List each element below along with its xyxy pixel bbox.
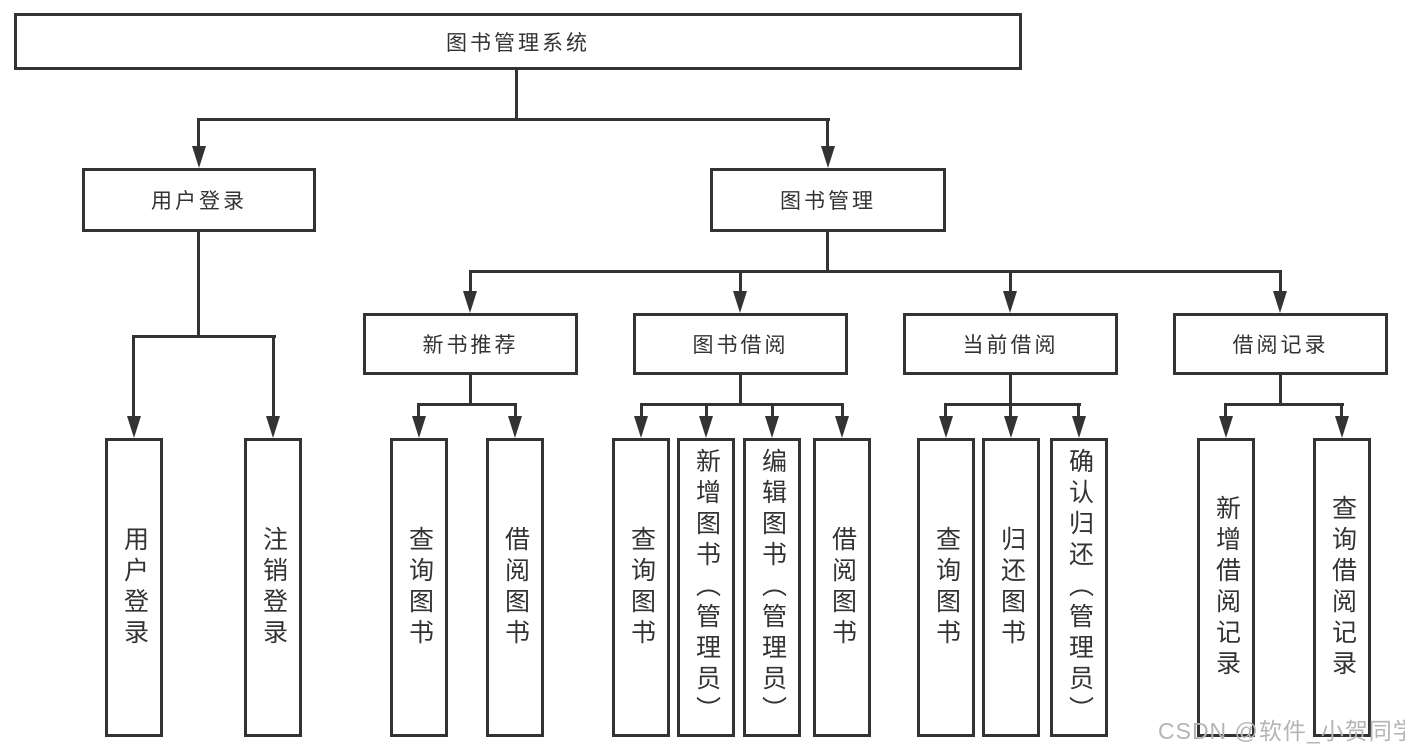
leaf-label: 注销登录 bbox=[259, 525, 288, 650]
arrowhead-down-icon bbox=[508, 416, 522, 438]
connector-drop-leaf bbox=[1009, 403, 1012, 419]
leaf-label: 用户登录 bbox=[120, 525, 149, 650]
connector-drop-leaf bbox=[1224, 403, 1227, 419]
node-new-book-recommend: 新书推荐 bbox=[363, 313, 578, 375]
connector-drop-module bbox=[469, 270, 472, 295]
connector-userlogin-stem bbox=[197, 232, 200, 338]
leaf-bb-edit-books-admin: 编辑图书（管理员） bbox=[743, 438, 801, 737]
connector-drop-leaf bbox=[132, 335, 135, 418]
leaf-label: 归还图书 bbox=[997, 525, 1026, 650]
leaf-cb-query-books: 查询图书 bbox=[917, 438, 975, 737]
leaf-label: 确认归还（管理员） bbox=[1065, 448, 1094, 727]
connector-drop-module bbox=[739, 270, 742, 295]
node-current-borrow: 当前借阅 bbox=[903, 313, 1118, 375]
connector-drop-leaf bbox=[514, 403, 517, 419]
leaf-logout: 注销登录 bbox=[244, 438, 302, 737]
leaf-label: 查询图书 bbox=[932, 525, 961, 650]
arrowhead-down-icon bbox=[1004, 416, 1018, 438]
leaf-label: 查询图书 bbox=[627, 525, 656, 650]
leaf-bb-query-books: 查询图书 bbox=[612, 438, 670, 737]
connector-drop-leaf bbox=[705, 403, 708, 419]
arrowhead-down-icon bbox=[412, 416, 426, 438]
leaf-label: 编辑图书（管理员） bbox=[758, 448, 787, 727]
connector-currentborrow-stem bbox=[1009, 375, 1012, 406]
connector-drop-book-mgmt bbox=[826, 118, 829, 148]
node-book-management: 图书管理 bbox=[710, 168, 946, 232]
connector-currentborrow-rail bbox=[944, 403, 1081, 406]
connector-drop-module bbox=[1009, 270, 1012, 295]
node-label: 新书推荐 bbox=[422, 334, 519, 357]
node-label: 图书管理系统 bbox=[446, 31, 590, 55]
arrowhead-down-icon bbox=[821, 146, 835, 168]
arrowhead-down-icon bbox=[127, 416, 141, 438]
connector-drop-module bbox=[1279, 270, 1282, 295]
connector-drop-leaf bbox=[417, 403, 420, 419]
node-label: 用户登录 bbox=[151, 190, 247, 213]
connector-drop-leaf bbox=[272, 335, 275, 418]
connector-root-rail bbox=[197, 118, 830, 121]
leaf-rec-query-record: 查询借阅记录 bbox=[1313, 438, 1371, 737]
connector-userlogin-rail bbox=[132, 335, 276, 338]
connector-drop-leaf bbox=[841, 403, 844, 419]
arrowhead-down-icon bbox=[634, 416, 648, 438]
leaf-label: 新增借阅记录 bbox=[1212, 494, 1241, 681]
connector-newbooks-rail bbox=[417, 403, 517, 406]
leaf-cb-return-books: 归还图书 bbox=[982, 438, 1040, 737]
csdn-watermark: CSDN @软件_小贺同学 bbox=[1158, 718, 1405, 744]
node-label: 当前借阅 bbox=[962, 334, 1059, 357]
node-label: 借阅记录 bbox=[1232, 334, 1329, 357]
connector-bookmgmt-stem bbox=[826, 232, 829, 273]
connector-bookborrow-stem bbox=[739, 375, 742, 406]
connector-bookborrow-rail bbox=[640, 403, 844, 406]
connector-root-stem bbox=[515, 70, 518, 120]
leaf-bb-add-books-admin: 新增图书（管理员） bbox=[677, 438, 735, 737]
node-borrow-records: 借阅记录 bbox=[1173, 313, 1388, 375]
connector-drop-leaf bbox=[1340, 403, 1343, 419]
connector-drop-leaf bbox=[944, 403, 947, 419]
arrowhead-down-icon bbox=[1219, 416, 1233, 438]
arrowhead-down-icon bbox=[939, 416, 953, 438]
arrowhead-down-icon bbox=[266, 416, 280, 438]
connector-drop-leaf bbox=[1077, 403, 1080, 419]
leaf-nb-borrow-books: 借阅图书 bbox=[486, 438, 544, 737]
node-book-borrow: 图书借阅 bbox=[633, 313, 848, 375]
connector-drop-leaf bbox=[640, 403, 643, 419]
leaf-bb-borrow-books: 借阅图书 bbox=[813, 438, 871, 737]
connector-records-rail bbox=[1224, 403, 1344, 406]
arrowhead-down-icon bbox=[835, 416, 849, 438]
arrowhead-down-icon bbox=[463, 291, 477, 313]
leaf-label: 借阅图书 bbox=[828, 525, 857, 650]
connector-bookmgmt-rail bbox=[469, 270, 1282, 273]
node-user-login-branch: 用户登录 bbox=[82, 168, 316, 232]
leaf-rec-add-record: 新增借阅记录 bbox=[1197, 438, 1255, 737]
leaf-label: 借阅图书 bbox=[501, 525, 530, 650]
leaf-label: 查询借阅记录 bbox=[1328, 494, 1357, 681]
node-label: 图书管理 bbox=[780, 190, 876, 213]
leaf-user-login: 用户登录 bbox=[105, 438, 163, 737]
connector-newbooks-stem bbox=[469, 375, 472, 406]
connector-drop-leaf bbox=[771, 403, 774, 419]
leaf-cb-confirm-return-admin: 确认归还（管理员） bbox=[1050, 438, 1108, 737]
node-root-system: 图书管理系统 bbox=[14, 13, 1022, 70]
arrowhead-down-icon bbox=[192, 146, 206, 168]
arrowhead-down-icon bbox=[1072, 416, 1086, 438]
leaf-nb-query-books: 查询图书 bbox=[390, 438, 448, 737]
arrowhead-down-icon bbox=[1335, 416, 1349, 438]
connector-records-stem bbox=[1279, 375, 1282, 406]
arrowhead-down-icon bbox=[733, 291, 747, 313]
leaf-label: 查询图书 bbox=[405, 525, 434, 650]
arrowhead-down-icon bbox=[1003, 291, 1017, 313]
leaf-label: 新增图书（管理员） bbox=[692, 448, 721, 727]
arrowhead-down-icon bbox=[765, 416, 779, 438]
connector-drop-user-login bbox=[197, 118, 200, 148]
arrowhead-down-icon bbox=[1273, 291, 1287, 313]
node-label: 图书借阅 bbox=[692, 334, 789, 357]
arrowhead-down-icon bbox=[699, 416, 713, 438]
